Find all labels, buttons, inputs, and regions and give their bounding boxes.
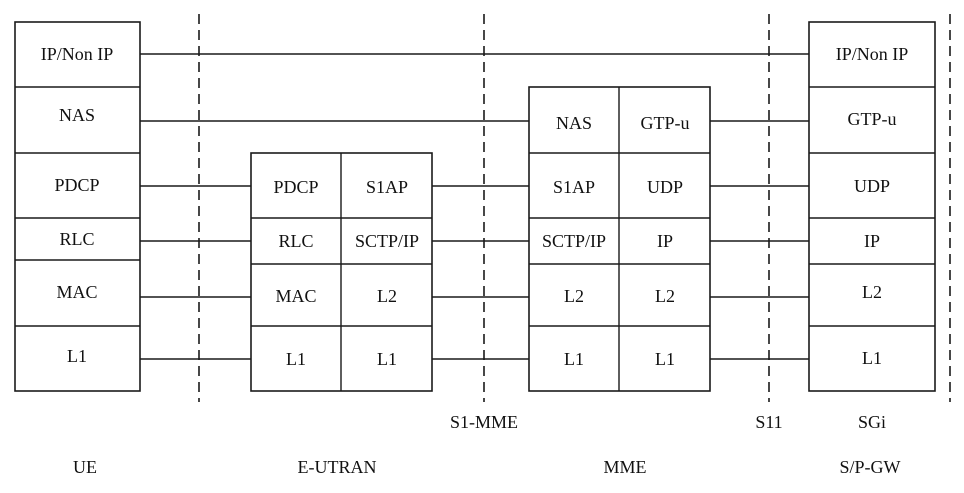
mme-layer-nas: NAS — [556, 113, 592, 133]
mme-layer-gtpu: GTP-u — [641, 113, 690, 133]
interface-label-s1-mme: S1-MME — [450, 412, 518, 432]
interface-label-sgi: SGi — [858, 412, 886, 432]
mme-layer-l2-left: L2 — [564, 286, 584, 306]
mme-layer-udp: UDP — [647, 177, 683, 197]
node-label-eutran: E-UTRAN — [298, 457, 377, 477]
ue-layer-mac: MAC — [56, 282, 97, 302]
ue-layer-pdcp: PDCP — [54, 175, 99, 195]
eutran-stack: PDCP RLC MAC L1 S1AP SCTP/IP L2 L1 — [250, 152, 433, 392]
mme-layer-l2-right: L2 — [655, 286, 675, 306]
spgw-stack: IP/Non IP GTP-u UDP IP L2 L1 — [808, 21, 936, 392]
spgw-layer-gtpu: GTP-u — [848, 109, 897, 129]
node-label-ue: UE — [73, 457, 97, 477]
mme-layer-l1-right: L1 — [655, 349, 675, 369]
mme-layer-s1ap: S1AP — [553, 177, 595, 197]
interface-boundaries — [198, 14, 951, 402]
spgw-layer-l2: L2 — [862, 282, 882, 302]
interface-labels: S1-MME S11 SGi — [450, 412, 886, 432]
spgw-layer-l1: L1 — [862, 348, 882, 368]
mme-stack: NAS S1AP SCTP/IP L2 L1 GTP-u UDP IP L2 L… — [528, 86, 711, 392]
node-label-spgw: S/P-GW — [839, 457, 900, 477]
node-label-mme: MME — [603, 457, 646, 477]
ue-stack: IP/Non IP NAS PDCP RLC MAC L1 — [14, 21, 141, 392]
eutran-layer-s1ap: S1AP — [366, 177, 408, 197]
eutran-layer-mac: MAC — [275, 286, 316, 306]
ue-layer-l1: L1 — [67, 346, 87, 366]
spgw-layer-ip-nonip: IP/Non IP — [836, 44, 909, 64]
eutran-layer-sctp-ip: SCTP/IP — [355, 231, 419, 251]
eutran-layer-pdcp: PDCP — [273, 177, 318, 197]
spgw-layer-udp: UDP — [854, 176, 890, 196]
interface-label-s11: S11 — [755, 412, 782, 432]
mme-layer-sctp-ip: SCTP/IP — [542, 231, 606, 251]
mme-layer-ip: IP — [657, 231, 673, 251]
ue-layer-rlc: RLC — [59, 229, 94, 249]
eutran-layer-l2: L2 — [377, 286, 397, 306]
eutran-layer-l1-right: L1 — [377, 349, 397, 369]
mme-layer-l1-left: L1 — [564, 349, 584, 369]
node-labels: UE E-UTRAN MME S/P-GW — [73, 457, 901, 477]
eutran-layer-l1-left: L1 — [286, 349, 306, 369]
ue-layer-ip-nonip: IP/Non IP — [41, 44, 114, 64]
eutran-layer-rlc: RLC — [278, 231, 313, 251]
ue-layer-nas: NAS — [59, 105, 95, 125]
peer-connections — [140, 53, 809, 360]
spgw-layer-ip: IP — [864, 231, 880, 251]
